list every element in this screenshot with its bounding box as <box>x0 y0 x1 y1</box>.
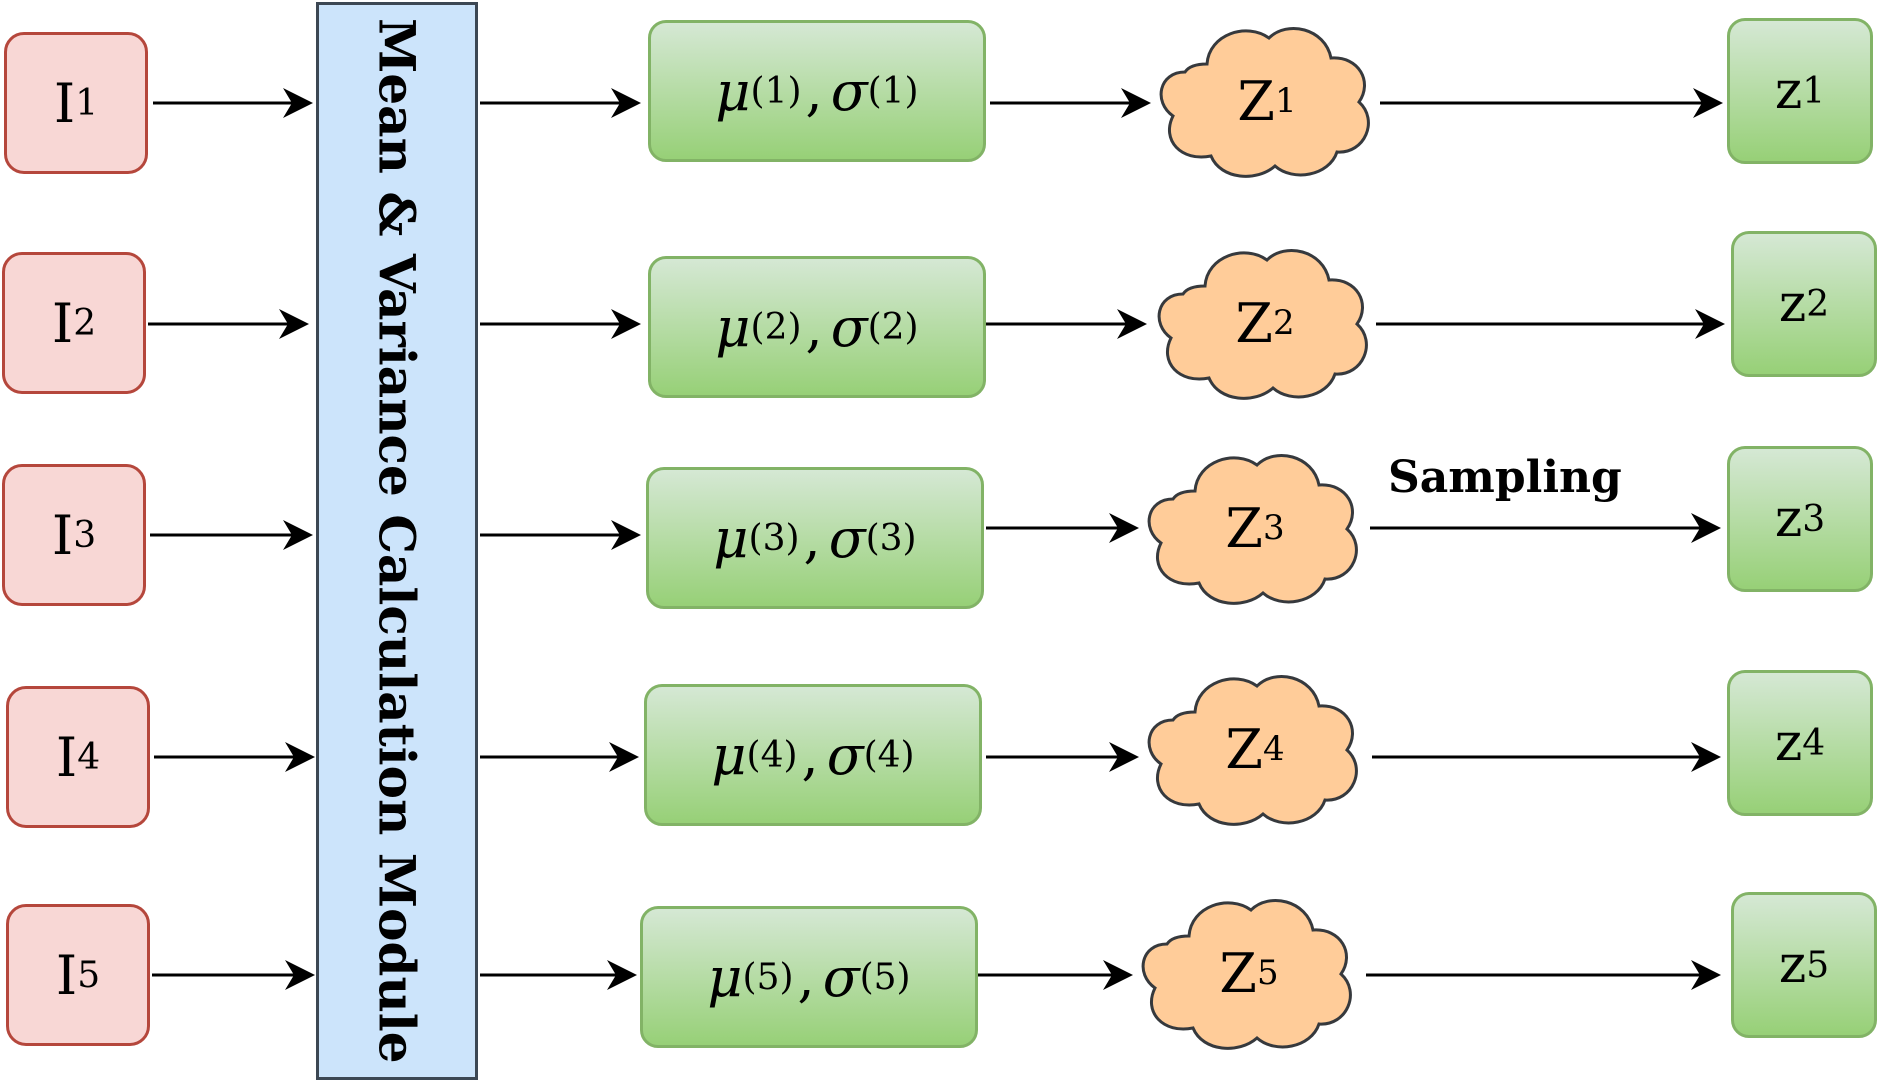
output-label-1: z <box>1774 61 1803 121</box>
output-label-3: z <box>1774 489 1803 549</box>
param-box-4: μ(4),σ(4) <box>644 684 982 826</box>
output-sub-2: 2 <box>1806 283 1830 325</box>
output-sub-4: 4 <box>1802 722 1826 764</box>
param-mu-index-1: (1) <box>750 70 802 112</box>
input-label-2: I <box>51 291 74 355</box>
param-box-1: μ(1),σ(1) <box>648 20 986 162</box>
output-sub-5: 5 <box>1806 944 1830 986</box>
param-sigma-2: σ <box>830 295 868 359</box>
input-sub-5: 5 <box>77 954 101 996</box>
param-sigma-index-2: (2) <box>867 306 919 348</box>
input-sub-3: 3 <box>73 514 97 556</box>
cloud-shape-2 <box>1157 249 1368 400</box>
input-label-1: I <box>53 71 76 135</box>
param-box-2: μ(2),σ(2) <box>648 256 986 398</box>
output-sub-1: 1 <box>1802 70 1826 112</box>
output-sub-3: 3 <box>1802 498 1826 540</box>
param-sep-4: , <box>801 723 819 787</box>
output-label-4: z <box>1774 713 1803 773</box>
latent-sup-2: 2 <box>1272 303 1295 343</box>
cloud-shape-3 <box>1147 454 1358 605</box>
param-sigma-index-5: (5) <box>859 956 911 998</box>
param-sigma-index-4: (4) <box>863 734 915 776</box>
input-sub-1: 1 <box>75 82 99 124</box>
cloud-shape-5 <box>1141 899 1352 1050</box>
param-sigma-3: σ <box>828 506 866 570</box>
param-mu-5: μ <box>707 945 743 1009</box>
param-mu-3: μ <box>713 506 749 570</box>
param-box-5: μ(5),σ(5) <box>640 906 978 1048</box>
latent-label-3: Z <box>1225 496 1263 560</box>
input-label-3: I <box>51 503 74 567</box>
latent-label-2: Z <box>1235 291 1273 355</box>
input-sub-2: 2 <box>73 302 97 344</box>
param-mu-index-2: (2) <box>750 306 802 348</box>
input-sub-4: 4 <box>77 736 101 778</box>
param-mu-index-4: (4) <box>746 734 798 776</box>
param-mu-2: μ <box>715 295 751 359</box>
latent-sup-5: 5 <box>1256 953 1279 993</box>
param-mu-index-3: (3) <box>748 517 800 559</box>
latent-sup-1: 1 <box>1274 81 1297 121</box>
latent-sup-3: 3 <box>1262 508 1285 548</box>
module-label: Mean & Variance Calculation Module <box>367 18 427 1064</box>
param-sigma-index-1: (1) <box>867 70 919 112</box>
param-sep-2: , <box>805 295 823 359</box>
input-label-5: I <box>55 943 78 1007</box>
param-sep-3: , <box>803 506 821 570</box>
param-sep-5: , <box>797 945 815 1009</box>
param-mu-1: μ <box>715 59 751 123</box>
param-sep-1: , <box>805 59 823 123</box>
output-label-5: z <box>1778 935 1807 995</box>
input-label-4: I <box>55 725 78 789</box>
latent-label-1: Z <box>1237 69 1275 133</box>
latent-label-4: Z <box>1225 717 1263 781</box>
cloud-shape-4 <box>1147 675 1358 826</box>
param-mu-4: μ <box>711 723 747 787</box>
latent-label-5: Z <box>1219 941 1257 1005</box>
latent-sup-4: 4 <box>1262 729 1285 769</box>
sampling-label: Sampling <box>1388 452 1622 503</box>
param-sigma-5: σ <box>822 945 860 1009</box>
param-sigma-index-3: (3) <box>865 517 917 559</box>
param-mu-index-5: (5) <box>742 956 794 998</box>
param-sigma-1: σ <box>830 59 868 123</box>
output-label-2: z <box>1778 274 1807 334</box>
param-box-3: μ(3),σ(3) <box>646 467 984 609</box>
mean-variance-module: Mean & Variance Calculation Module <box>316 2 478 1080</box>
param-sigma-4: σ <box>826 723 864 787</box>
cloud-shape-1 <box>1159 27 1370 178</box>
